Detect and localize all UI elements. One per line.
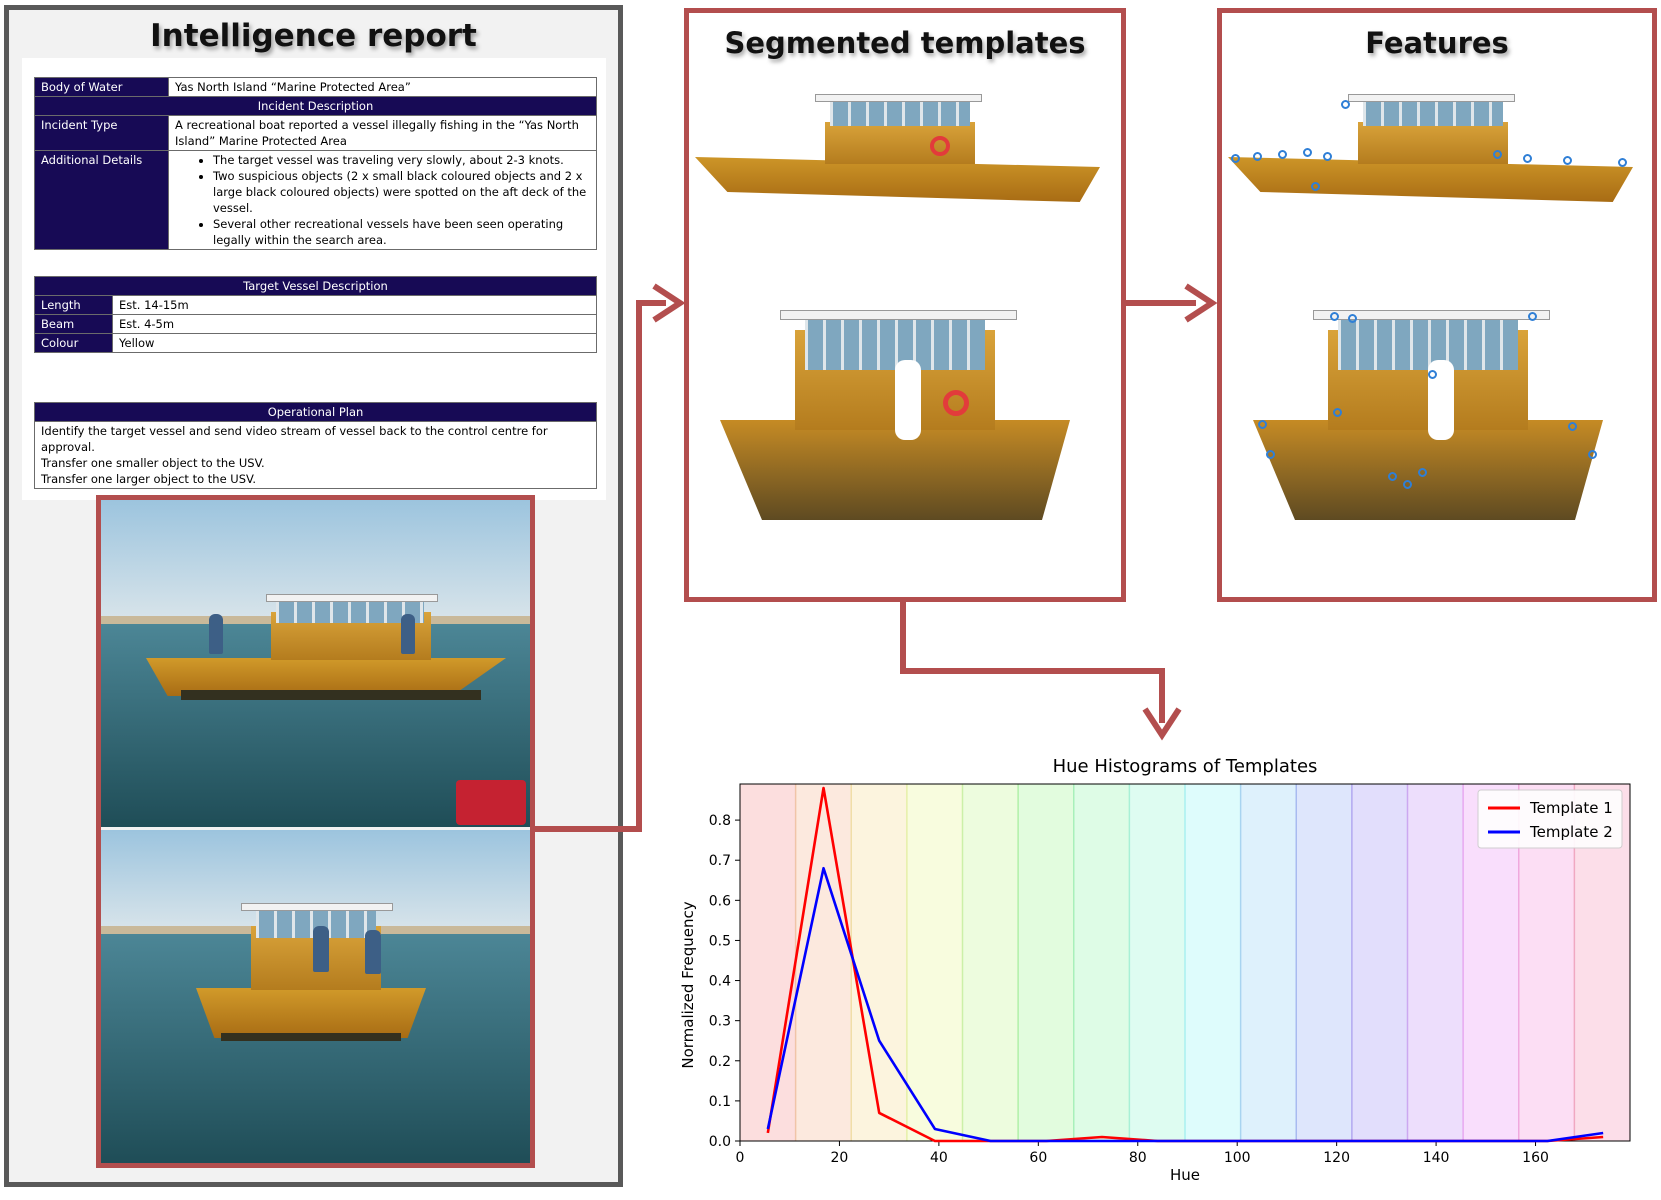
legend-label: Template 1: [1529, 799, 1613, 817]
hue-band: [1129, 784, 1185, 1141]
target-vessel-table: Target Vessel Description Length Est. 14…: [34, 276, 597, 353]
x-tick-label: 160: [1522, 1150, 1549, 1166]
x-tick-label: 0: [736, 1150, 745, 1166]
x-tick-label: 20: [831, 1150, 849, 1166]
detail-item: The target vessel was traveling very slo…: [213, 152, 590, 168]
colour-value: Yellow: [112, 333, 597, 353]
hue-band: [1240, 784, 1297, 1141]
operational-plan-header: Operational Plan: [34, 402, 597, 422]
y-tick-label: 0.1: [709, 1094, 731, 1110]
length-value: Est. 14-15m: [112, 295, 597, 315]
detail-item: Two suspicious objects (2 x small black …: [213, 168, 590, 216]
arrow-head-right-2: [1184, 283, 1218, 323]
hue-band: [1351, 784, 1408, 1141]
arrow-head-right-1: [652, 283, 686, 323]
additional-details-value: The target vessel was traveling very slo…: [168, 150, 597, 250]
y-tick-label: 0.6: [709, 893, 731, 909]
beam-value: Est. 4-5m: [112, 314, 597, 334]
hue-band: [962, 784, 1019, 1141]
arrow-segment: [1159, 668, 1165, 723]
y-tick-label: 0.7: [709, 853, 731, 869]
chart-title: Hue Histograms of Templates: [1053, 756, 1318, 777]
hue-histogram-chart: Hue Histograms of Templates 0 20 40 60 80 100…: [679, 756, 1631, 1184]
hue-band: [851, 784, 907, 1141]
vessel-photos-frame: [96, 495, 535, 1168]
target-vessel-header: Target Vessel Description: [34, 276, 597, 296]
x-tick-label: 100: [1224, 1150, 1251, 1166]
incident-type-label: Incident Type: [34, 115, 169, 151]
x-tick-label: 120: [1323, 1150, 1350, 1166]
template-2-boat: [705, 310, 1095, 540]
detail-item: Several other recreational vessels have …: [213, 216, 590, 248]
incident-table: Body of Water Yas North Island “Marine P…: [34, 77, 597, 250]
arrow-segment: [900, 602, 906, 672]
hue-band: [1073, 784, 1130, 1141]
features-template-1: [1223, 90, 1643, 220]
y-tick-label: 0.3: [709, 1014, 731, 1030]
legend-label: Template 2: [1529, 823, 1613, 841]
body-of-water-value: Yas North Island “Marine Protected Area”: [168, 77, 597, 97]
plan-line: Transfer one larger object to the USV.: [41, 472, 257, 486]
x-tick-label: 60: [1029, 1150, 1047, 1166]
hue-band: [795, 784, 852, 1141]
body-of-water-label: Body of Water: [34, 77, 169, 97]
x-tick-label: 140: [1423, 1150, 1450, 1166]
x-tick-label: 80: [1129, 1150, 1147, 1166]
arrow-head-down: [1142, 707, 1182, 741]
arrow-segment: [900, 668, 1165, 674]
y-tick-label: 0.2: [709, 1054, 731, 1070]
vessel-photo-side: [101, 500, 530, 827]
hue-band: [1185, 784, 1241, 1141]
arrow-segment: [636, 300, 642, 832]
operational-plan-body: Identify the target vessel and send vide…: [34, 421, 597, 489]
additional-details-label: Additional Details: [34, 150, 169, 250]
y-tick-label: 0.4: [709, 974, 731, 990]
incident-type-value: A recreational boat reported a vessel il…: [168, 115, 597, 151]
y-axis-label: Normalized Frequency: [679, 901, 697, 1068]
arrow-segment: [636, 300, 666, 306]
hue-band: [1296, 784, 1352, 1141]
arrow-templates-to-features: [1126, 300, 1196, 306]
hue-band: [1407, 784, 1464, 1141]
template-1-boat: [690, 90, 1110, 220]
y-tick-label: 0.0: [709, 1134, 731, 1150]
length-label: Length: [34, 295, 113, 315]
x-axis-label: Hue: [1170, 1166, 1200, 1184]
features-template-2: [1238, 310, 1628, 540]
hue-band: [906, 784, 963, 1141]
plan-line: Transfer one smaller object to the USV.: [41, 456, 265, 470]
y-tick-label: 0.8: [709, 813, 731, 829]
series-line-template-2: [766, 866, 1604, 1143]
hue-band: [740, 784, 796, 1141]
incident-description-header: Incident Description: [34, 96, 597, 116]
intelligence-report-title: Intelligence report: [150, 18, 477, 54]
colour-label: Colour: [34, 333, 113, 353]
plan-line: Identify the target vessel and send vide…: [41, 424, 548, 454]
y-tick-label: 0.5: [709, 933, 731, 949]
arrow-photos-to-templates: [535, 826, 642, 832]
hue-band: [1018, 784, 1074, 1141]
x-tick-label: 40: [930, 1150, 948, 1166]
beam-label: Beam: [34, 314, 113, 334]
operational-plan-table: Operational Plan Identify the target ves…: [34, 402, 597, 489]
segmented-templates-title: Segmented templates: [724, 26, 1086, 60]
chart-legend: Template 1 Template 2: [1477, 789, 1623, 849]
vessel-photo-front: [101, 830, 530, 1163]
features-title: Features: [1365, 26, 1509, 60]
